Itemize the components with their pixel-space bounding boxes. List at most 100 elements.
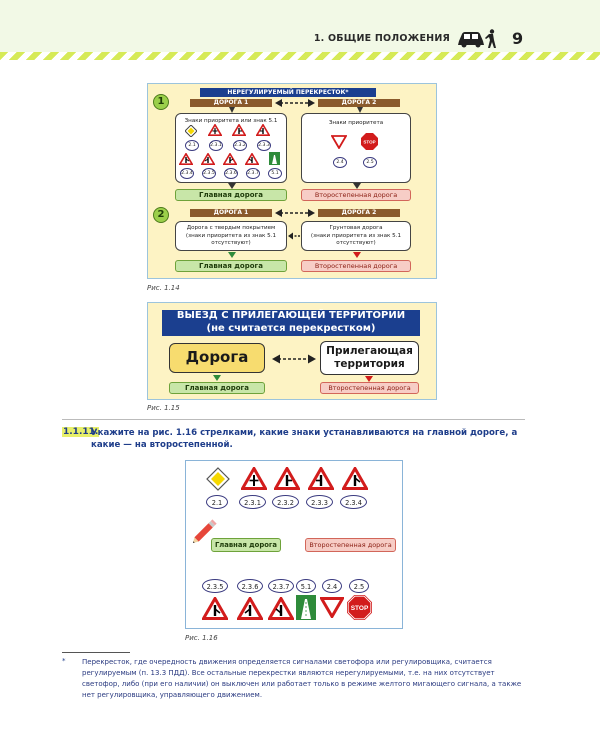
junction-sign-icon bbox=[308, 467, 334, 490]
junction-sign-icon bbox=[268, 597, 294, 620]
fig14-right-box-title: Знаки приоритета bbox=[328, 120, 384, 126]
stop-sign-icon: STOP bbox=[361, 133, 378, 150]
sign-code: 2.3.1 bbox=[209, 140, 223, 151]
fig15-road-box: Дорога bbox=[169, 343, 265, 373]
give-way-sign-icon bbox=[320, 597, 344, 618]
fig16-secondary-road-label: Второстепенная дорога bbox=[305, 538, 396, 552]
fig14-title: НЕРЕГУЛИРУЕМЫЙ ПЕРЕКРЕСТОК* bbox=[200, 88, 376, 97]
fig14-row1-road2: ДОРОГА 2 bbox=[318, 99, 400, 107]
main-road-sign-icon bbox=[185, 125, 197, 137]
fig14-row1-right-box: Знаки приоритета bbox=[301, 113, 411, 183]
sign-code: 2.3.4 bbox=[180, 168, 194, 179]
sign-code: 2.3.6 bbox=[224, 168, 238, 179]
main-road-sign-icon bbox=[206, 467, 230, 491]
fig14-row2-left-text: отсутствуют) bbox=[211, 240, 251, 246]
header-band bbox=[0, 0, 600, 52]
fig16-main-road-label: Главная дорога bbox=[211, 538, 281, 552]
down-arrow-icon bbox=[357, 107, 363, 113]
fig14-row1-number: 1 bbox=[153, 94, 169, 110]
sign-code: 2.4 bbox=[322, 579, 342, 593]
crossroad-sign-icon bbox=[241, 467, 267, 490]
fig15-main-road-label: Главная дорога bbox=[169, 382, 265, 394]
sign-code: 5.1 bbox=[268, 168, 282, 179]
fig15-secondary-road-label: Второстепенная дорога bbox=[320, 382, 419, 394]
crossroad-sign-icon bbox=[208, 124, 222, 136]
sign-code: 2.3.3 bbox=[257, 140, 271, 151]
stop-sign-text: STOP bbox=[363, 140, 375, 145]
fig14-left-box-title: Знаки приоритета или знак 5.1 bbox=[184, 118, 278, 124]
double-arrow-icon bbox=[272, 354, 316, 364]
junction-sign-icon bbox=[201, 153, 215, 165]
sign-code: 2.3.2 bbox=[272, 495, 299, 509]
sign-code: 2.1 bbox=[185, 140, 199, 151]
junction-sign-icon bbox=[223, 153, 237, 165]
fig14-row2-left-box: Дорога с твердым покрытием (знаки приори… bbox=[175, 221, 287, 251]
sign-code: 2.3.4 bbox=[340, 495, 367, 509]
sign-code: 2.5 bbox=[363, 157, 377, 168]
sign-code: 2.3.7 bbox=[268, 579, 294, 593]
sign-code: 2.3.6 bbox=[237, 579, 263, 593]
junction-sign-icon bbox=[202, 597, 228, 620]
main-road-5-1-sign-icon bbox=[296, 595, 316, 620]
sign-code: 2.1 bbox=[206, 495, 228, 509]
fig15-territory-box: Прилегающая территория bbox=[320, 341, 419, 375]
figure-caption: Рис. 1.16 bbox=[185, 634, 218, 642]
figure-1-14: НЕРЕГУЛИРУЕМЫЙ ПЕРЕКРЕСТОК* 1 ДОРОГА 1 Д… bbox=[147, 83, 437, 279]
fig14-row1-secondary-road-label: Второстепенная дорога bbox=[301, 189, 411, 201]
fig14-row2-secondary-road-label: Второстепенная дорога bbox=[301, 260, 411, 272]
down-arrow-icon bbox=[213, 375, 221, 381]
sign-code: 2.3.3 bbox=[306, 495, 333, 509]
down-arrow-icon bbox=[353, 252, 361, 258]
junction-sign-icon bbox=[245, 153, 259, 165]
header-stripe bbox=[0, 52, 600, 60]
fig14-row2-road2: ДОРОГА 2 bbox=[318, 209, 400, 217]
footnote-marker: * bbox=[62, 657, 66, 665]
figure-1-15: ВЫЕЗД С ПРИЛЕГАЮЩЕЙ ТЕРРИТОРИИ (не счита… bbox=[147, 302, 437, 400]
fig14-row2-main-road-label: Главная дорога bbox=[175, 260, 287, 272]
page-number: 9 bbox=[512, 29, 524, 48]
left-arrow-icon bbox=[288, 232, 301, 240]
fig14-row2-right-box: Грунтовая дорога (знаки приоритета из зн… bbox=[301, 221, 411, 251]
fig14-row2-right-text: отсутствуют) bbox=[336, 240, 376, 246]
section-title: 1. ОБЩИЕ ПОЛОЖЕНИЯ bbox=[313, 33, 450, 44]
junction-sign-icon bbox=[256, 124, 270, 136]
fig15-title: ВЫЕЗД С ПРИЛЕГАЮЩЕЙ ТЕРРИТОРИИ (не счита… bbox=[162, 310, 420, 336]
sign-code: 5.1 bbox=[296, 579, 316, 593]
divider bbox=[62, 419, 525, 420]
down-arrow-icon bbox=[365, 376, 373, 382]
junction-sign-icon bbox=[179, 153, 193, 165]
fig14-row1-main-road-label: Главная дорога bbox=[175, 189, 287, 201]
fig14-row2-left-text: Дорога с твердым покрытием bbox=[186, 225, 276, 231]
down-arrow-icon bbox=[228, 252, 236, 258]
fig14-row2-number: 2 bbox=[153, 207, 169, 223]
give-way-sign-icon bbox=[331, 135, 347, 149]
task-text: Укажите на рис. 1.16 стрелками, какие зн… bbox=[91, 428, 518, 450]
fig15-title-line2: (не считается перекрестком) bbox=[206, 322, 376, 334]
car-icon bbox=[458, 32, 484, 48]
junction-sign-icon bbox=[237, 597, 263, 620]
sign-code: 2.3.2 bbox=[233, 140, 247, 151]
sign-code: 2.4 bbox=[333, 157, 347, 168]
double-arrow-icon bbox=[275, 99, 315, 107]
figure-1-16: 2.1 2.3.1 2.3.2 2.3.3 2.3.4 Главная доро… bbox=[185, 460, 403, 629]
junction-sign-icon bbox=[342, 467, 368, 490]
footnote-divider bbox=[62, 652, 130, 653]
fig14-row1-road1: ДОРОГА 1 bbox=[190, 99, 272, 107]
down-arrow-icon bbox=[229, 107, 235, 113]
junction-sign-icon bbox=[232, 124, 246, 136]
figure-caption: Рис. 1.14 bbox=[147, 284, 180, 292]
pedestrian-icon bbox=[485, 29, 496, 48]
pencil-icon bbox=[192, 519, 217, 544]
fig15-territory-line2: территория bbox=[334, 358, 405, 370]
fig14-row2-right-text: (знаки приоритета из знак 5.1 bbox=[310, 232, 402, 239]
sign-code: 2.3.5 bbox=[202, 168, 216, 179]
fig14-row2-road1: ДОРОГА 1 bbox=[190, 209, 272, 217]
sign-code: 2.5 bbox=[349, 579, 369, 593]
sign-code: 2.3.7 bbox=[246, 168, 260, 179]
task-number: 1.1.11. bbox=[62, 427, 100, 437]
fig14-row2-right-text: Грунтовая дорога bbox=[329, 225, 383, 231]
main-road-5-1-sign-icon bbox=[269, 152, 280, 165]
fig15-title-line1: ВЫЕЗД С ПРИЛЕГАЮЩЕЙ ТЕРРИТОРИИ bbox=[176, 310, 406, 321]
footnote-text: Перекресток, где очередность движения оп… bbox=[82, 658, 522, 699]
down-arrow-icon bbox=[353, 183, 361, 189]
